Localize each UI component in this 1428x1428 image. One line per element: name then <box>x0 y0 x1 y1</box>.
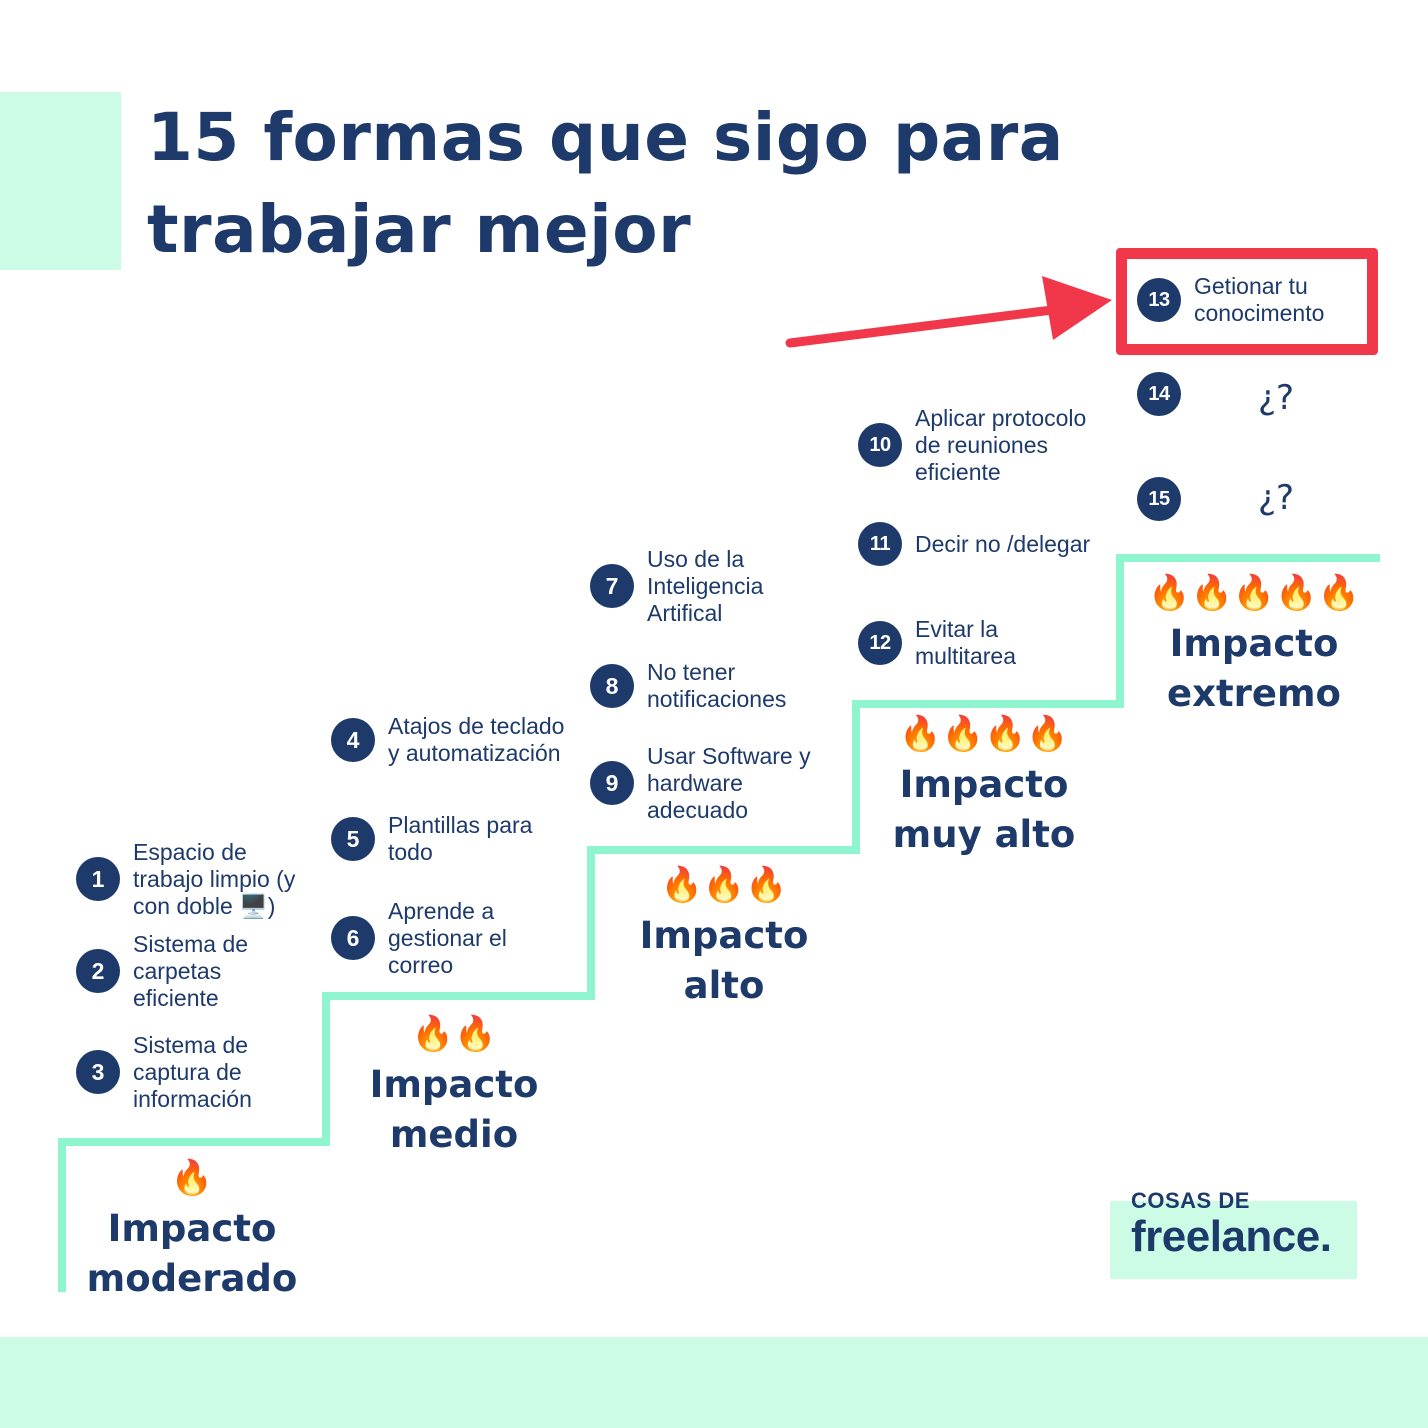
list-item: 12 Evitar la multitarea <box>858 615 1016 671</box>
impact-level: 🔥🔥 Impacto medio <box>304 1014 604 1160</box>
unknown-item-text: ¿? <box>1258 378 1295 418</box>
fire-icons: 🔥 <box>170 1159 214 1197</box>
item-text: Evitar la multitarea <box>915 616 1016 669</box>
item-text: Atajos de teclado y automatización <box>388 713 565 766</box>
list-item: 3 Sistema de captura de información <box>76 1031 252 1113</box>
number-badge: 11 <box>858 522 902 566</box>
list-item: 7 Uso de la Inteligencia Artifical <box>590 545 763 627</box>
list-item: 6 Aprende a gestionar el correo <box>331 897 507 979</box>
title-accent-block <box>0 92 121 270</box>
number-badge: 5 <box>331 817 375 861</box>
item-text: No tener notificaciones <box>647 659 787 712</box>
list-item: 10 Aplicar protocolo de reuniones eficie… <box>858 404 1086 486</box>
list-item: 15 <box>1137 477 1181 521</box>
fire-icons: 🔥🔥 <box>411 1015 497 1053</box>
highlight-box <box>1116 248 1378 355</box>
number-badge: 7 <box>590 564 634 608</box>
page-title: 15 formas que sigo para trabajar mejor <box>147 99 1064 268</box>
number-badge: 10 <box>858 423 902 467</box>
unknown-item-text: ¿? <box>1258 478 1295 518</box>
number-badge: 2 <box>76 949 120 993</box>
number-badge: 13 <box>1137 278 1181 322</box>
list-item: 14 <box>1137 372 1181 416</box>
item-text: Aplicar protocolo de reuniones eficiente <box>915 404 1087 485</box>
brand-logo-big: freelance. <box>1131 1212 1332 1261</box>
number-badge: 4 <box>331 718 375 762</box>
list-item: 1 Espacio de trabajo limpio (y con doble… <box>76 838 295 920</box>
fire-icons: 🔥🔥🔥🔥🔥 <box>1148 574 1360 612</box>
list-item-highlighted: 13 Getionar tu conocimento <box>1137 272 1324 328</box>
fire-icons: 🔥🔥🔥🔥 <box>899 715 1069 753</box>
list-item: 8 No tener notificaciones <box>590 658 786 714</box>
impact-label: Impacto alto <box>639 914 809 1007</box>
item-text: Decir no /delegar <box>915 530 1091 557</box>
fire-icons: 🔥🔥🔥 <box>660 866 788 904</box>
impact-label: Impacto medio <box>369 1063 539 1156</box>
list-item: 9 Usar Software y hardware adecuado <box>590 742 811 824</box>
list-item: 5 Plantillas para todo <box>331 811 532 867</box>
brand-logo-box <box>1110 1201 1357 1279</box>
number-badge: 3 <box>76 1050 120 1094</box>
item-text: Plantillas para todo <box>388 812 533 865</box>
number-badge: 8 <box>590 664 634 708</box>
item-text: Sistema de carpetas eficiente <box>133 930 249 1011</box>
impact-label: Impacto extremo <box>1167 622 1341 715</box>
number-badge: 6 <box>331 916 375 960</box>
item-text: Aprende a gestionar el correo <box>388 897 507 978</box>
list-item: 4 Atajos de teclado y automatización <box>331 712 564 768</box>
item-text: Uso de la Inteligencia Artifical <box>647 545 764 626</box>
number-badge: 14 <box>1137 372 1181 416</box>
list-item: 2 Sistema de carpetas eficiente <box>76 930 248 1012</box>
impact-label: Impacto muy alto <box>892 763 1076 856</box>
bottom-band <box>0 1337 1428 1428</box>
number-badge: 15 <box>1137 477 1181 521</box>
impact-level: 🔥🔥🔥 Impacto alto <box>574 865 874 1011</box>
item-text: Usar Software y hardware adecuado <box>647 742 811 823</box>
impact-level: 🔥🔥🔥🔥🔥 Impacto extremo <box>1104 573 1404 719</box>
number-badge: 12 <box>858 621 902 665</box>
item-text: Getionar tu conocimento <box>1194 273 1325 326</box>
number-badge: 9 <box>590 761 634 805</box>
brand-logo-small: COSAS DE <box>1131 1188 1250 1213</box>
impact-label: Impacto moderado <box>86 1207 298 1300</box>
impact-level: 🔥🔥🔥🔥 Impacto muy alto <box>834 714 1134 860</box>
item-text: Sistema de captura de información <box>133 1031 252 1112</box>
list-item: 11 Decir no /delegar <box>858 522 1090 566</box>
item-text: Espacio de trabajo limpio (y con doble 🖥… <box>133 838 296 919</box>
impact-level: 🔥 Impacto moderado <box>42 1158 342 1304</box>
number-badge: 1 <box>76 857 120 901</box>
